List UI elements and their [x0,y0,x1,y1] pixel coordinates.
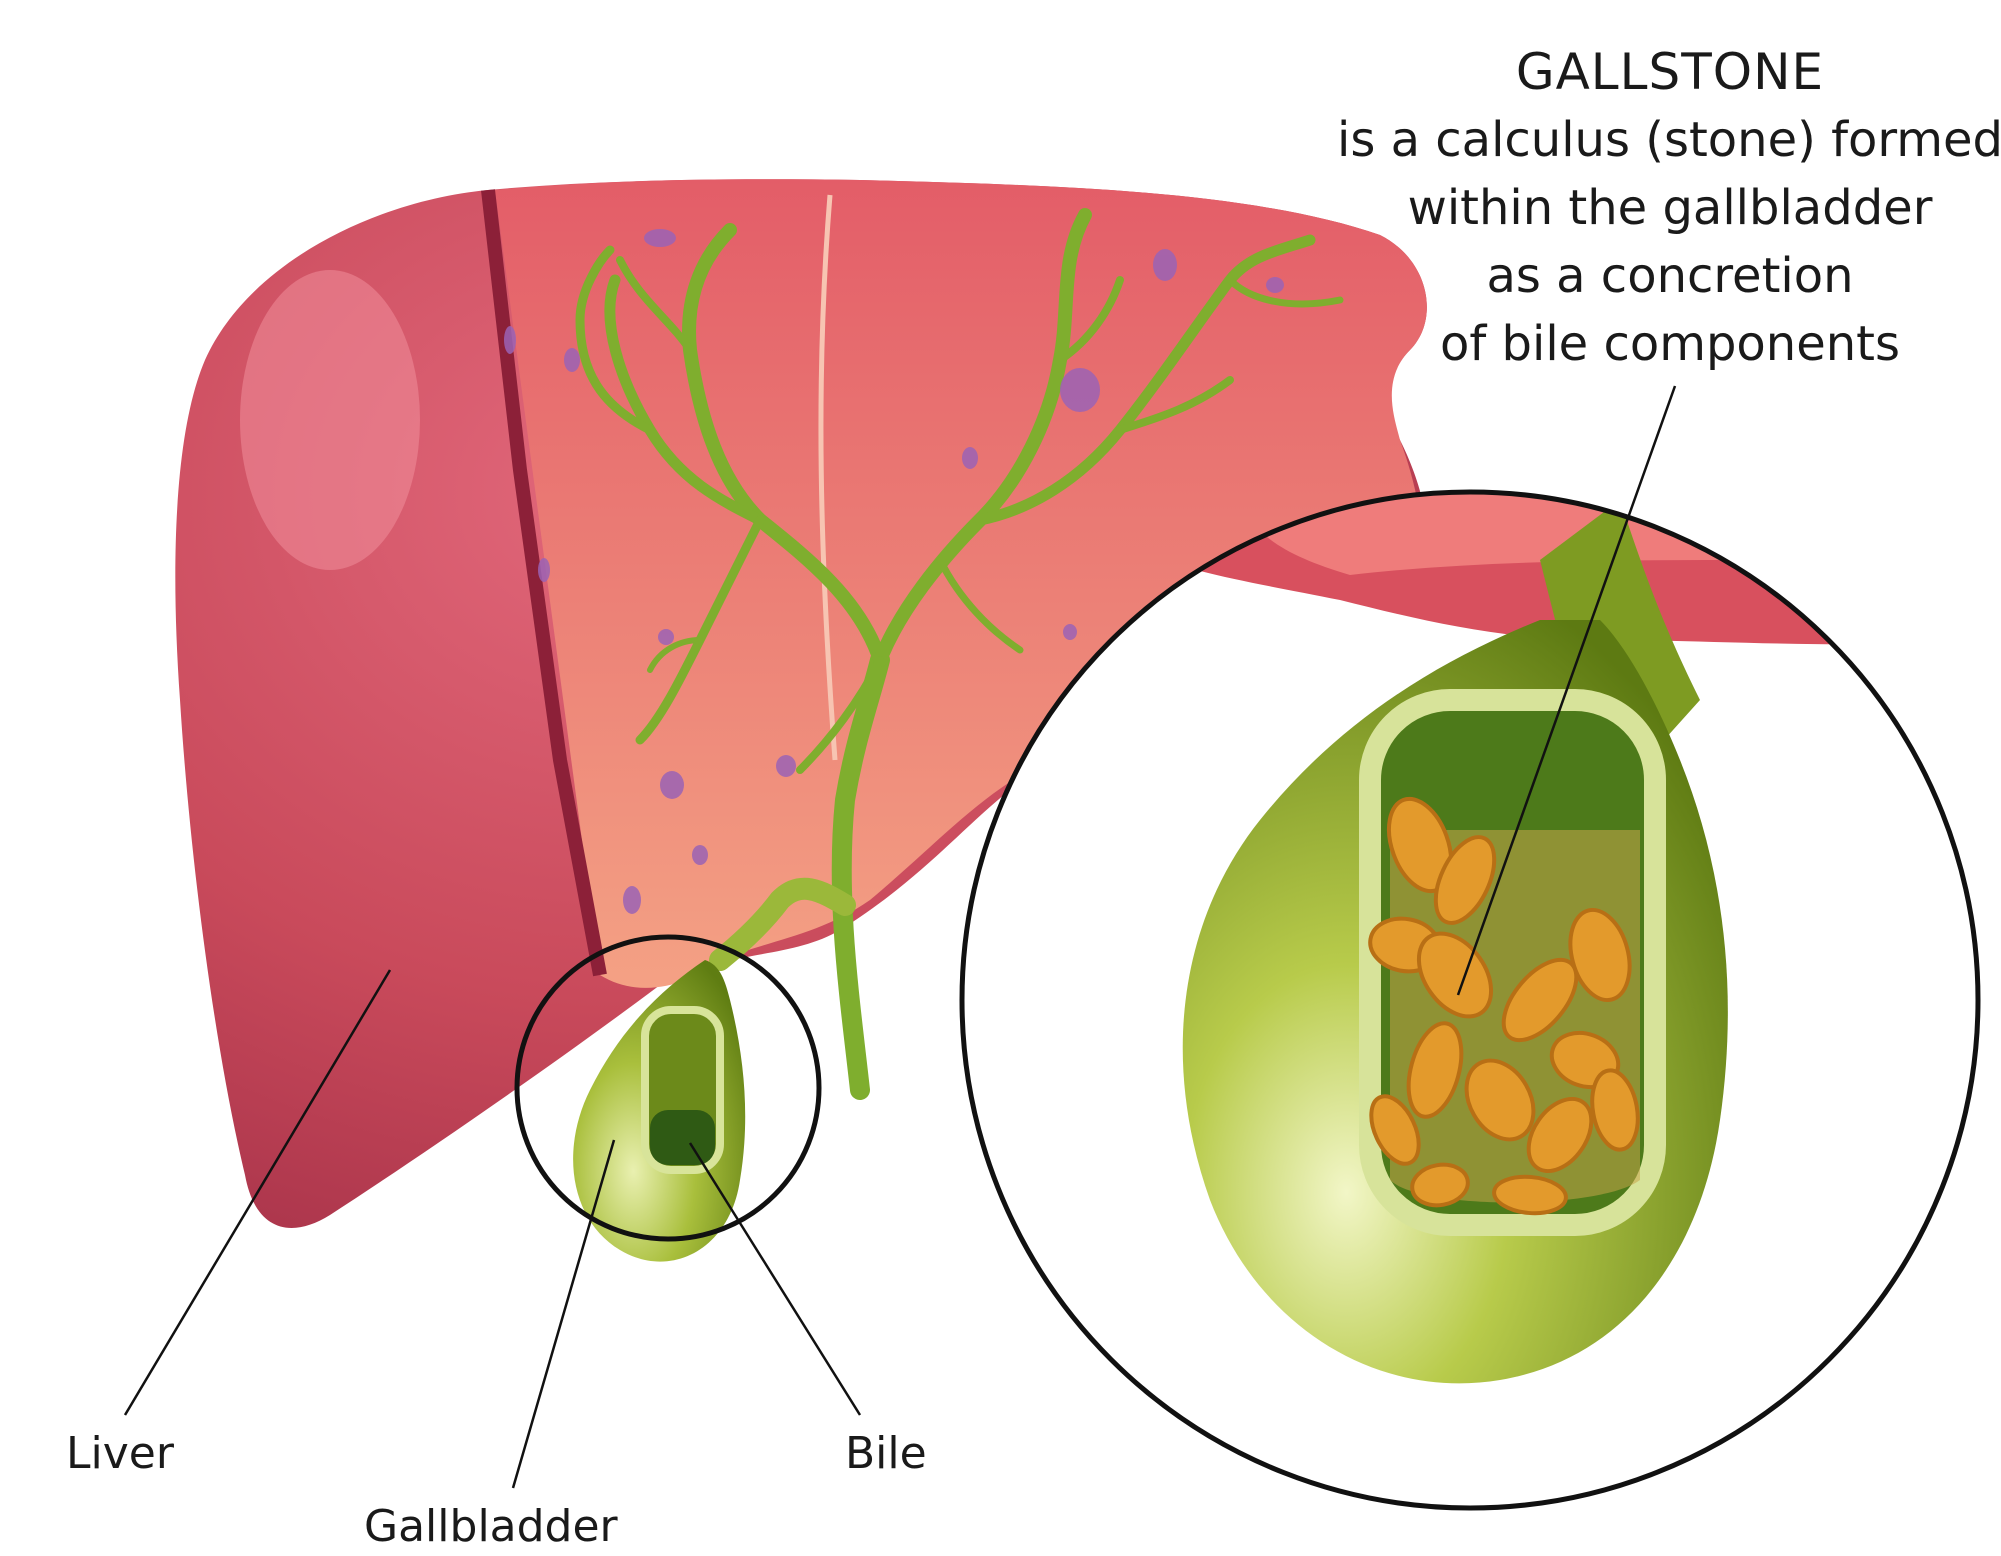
label-bile: Bile [845,1432,927,1476]
gallstone-callout: GALLSTONE is a calculus (stone) formed w… [1320,38,2001,378]
label-liver: Liver [66,1432,174,1476]
leader-line-gallbladder [513,1140,614,1488]
label-gallbladder: Gallbladder [364,1505,618,1549]
callout-line-4: of bile components [1320,310,2001,378]
liver-highlight [240,270,420,570]
callout-line-2: within the gallbladder [1320,174,2001,242]
callout-line-3: as a concretion [1320,242,2001,310]
callout-line-1: is a calculus (stone) formed [1320,106,2001,174]
leader-line-bile [690,1143,860,1415]
callout-title: GALLSTONE [1320,38,2001,106]
small-gallbladder-bile [650,1110,715,1165]
